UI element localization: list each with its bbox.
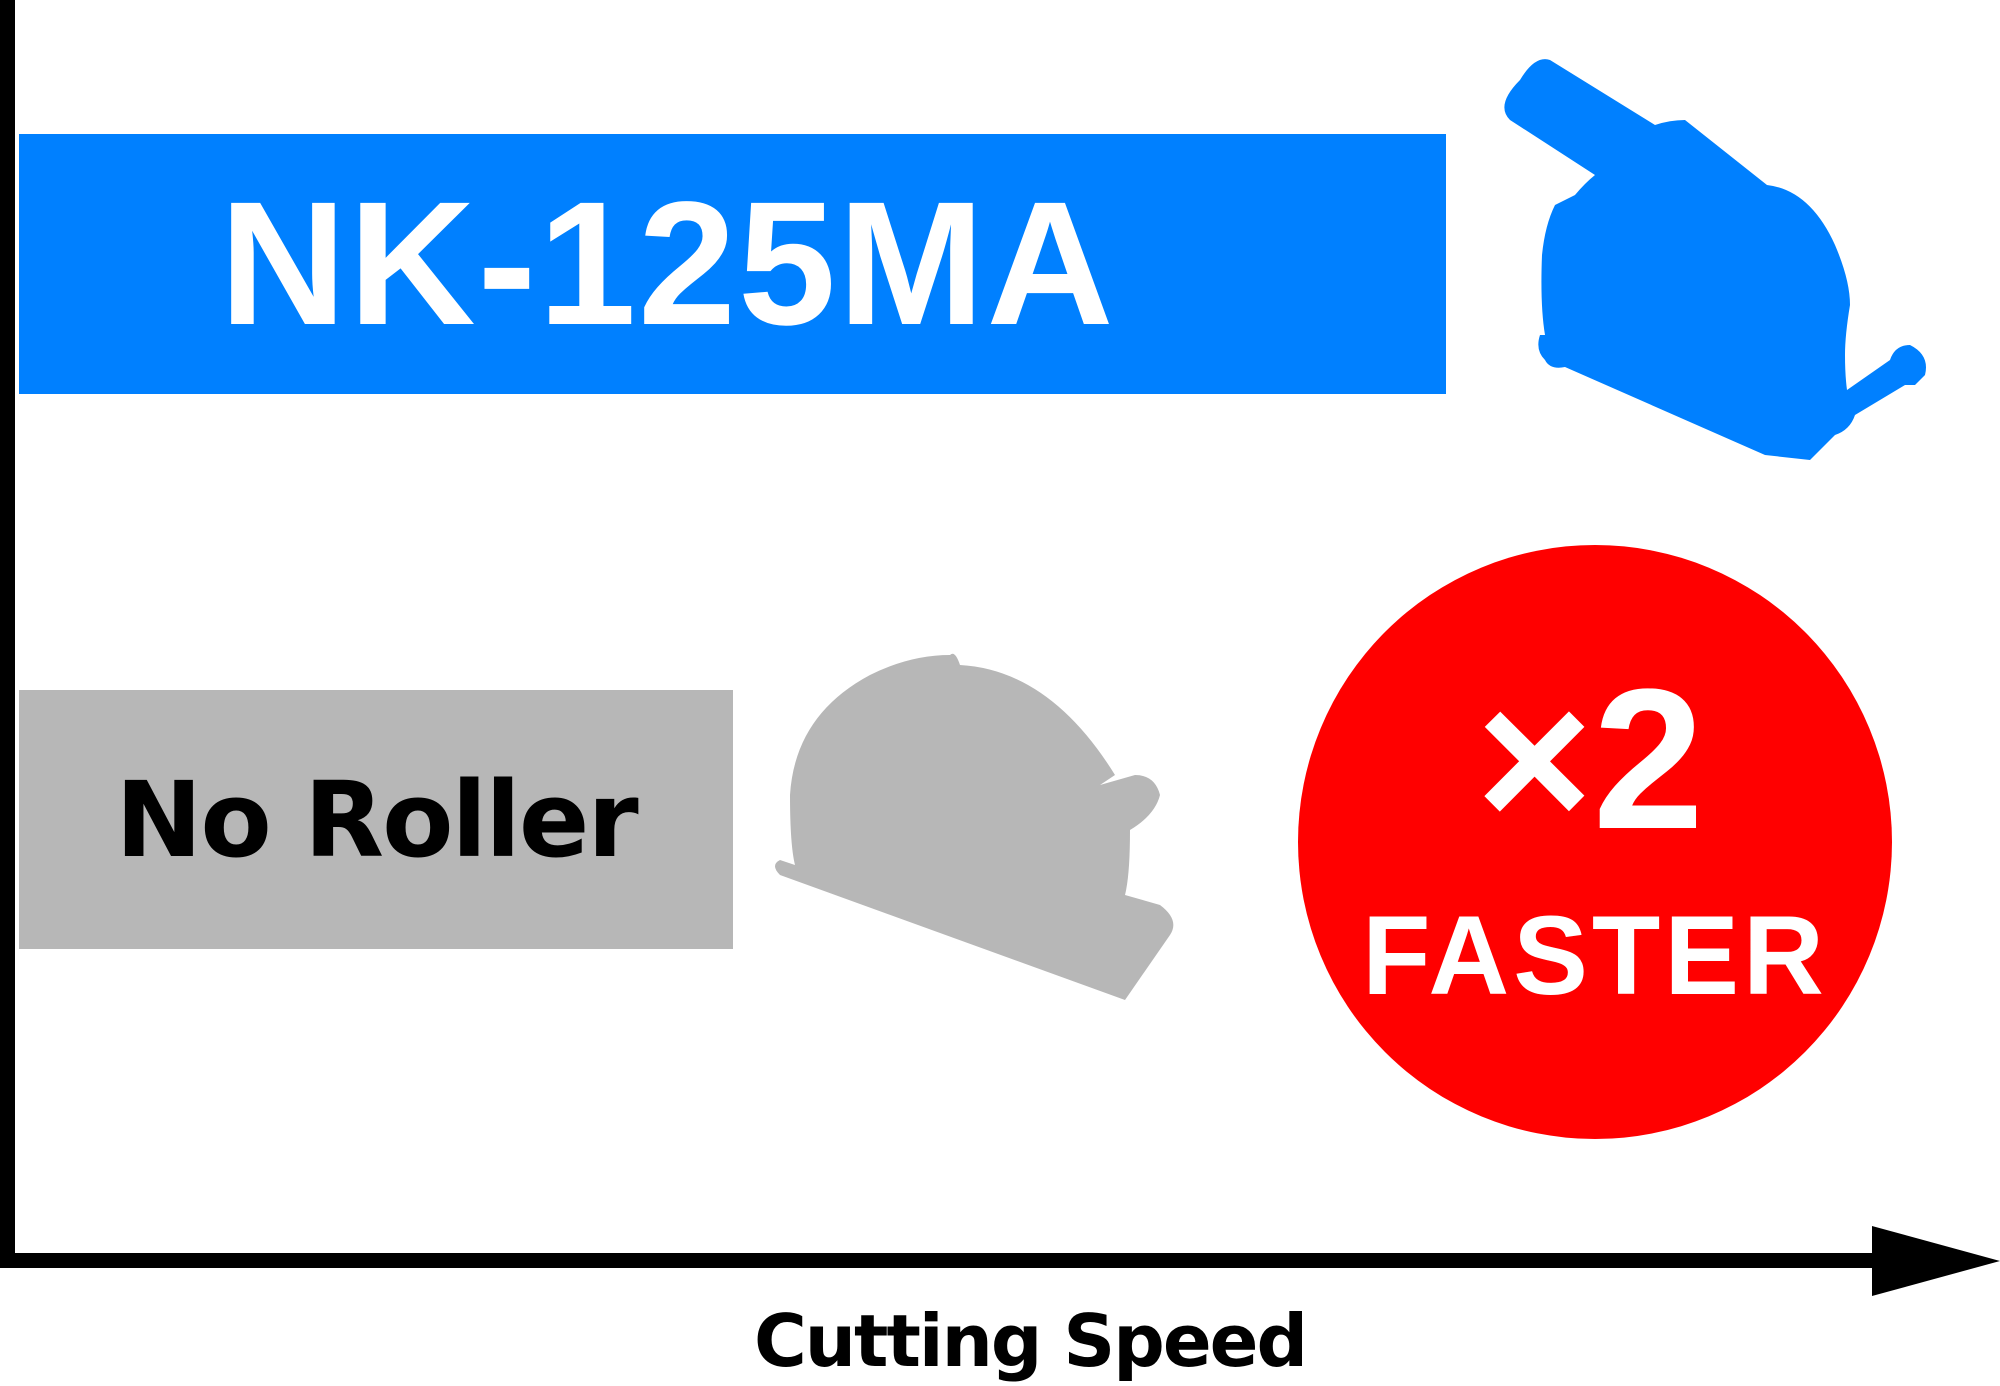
nk-125ma-label: NK-125MA bbox=[219, 166, 1116, 362]
cutter-tool-blue-icon bbox=[1504, 59, 1926, 461]
nk-125ma-bar: NK-125MA bbox=[19, 134, 1446, 394]
x-axis-line bbox=[0, 1253, 1880, 1268]
no-roller-bar: No Roller bbox=[19, 690, 733, 949]
faster-badge bbox=[1298, 545, 1892, 1139]
no-roller-label: No Roller bbox=[115, 758, 638, 881]
y-axis-line bbox=[0, 0, 15, 1266]
speed-multiplier: ×2 bbox=[1475, 648, 1705, 871]
faster-label: FASTER bbox=[1362, 893, 1828, 1018]
axis-arrow-icon bbox=[1872, 1226, 2000, 1296]
cutter-tool-gray-icon bbox=[775, 653, 1174, 1000]
x-axis-label: Cutting Speed bbox=[753, 1299, 1308, 1383]
